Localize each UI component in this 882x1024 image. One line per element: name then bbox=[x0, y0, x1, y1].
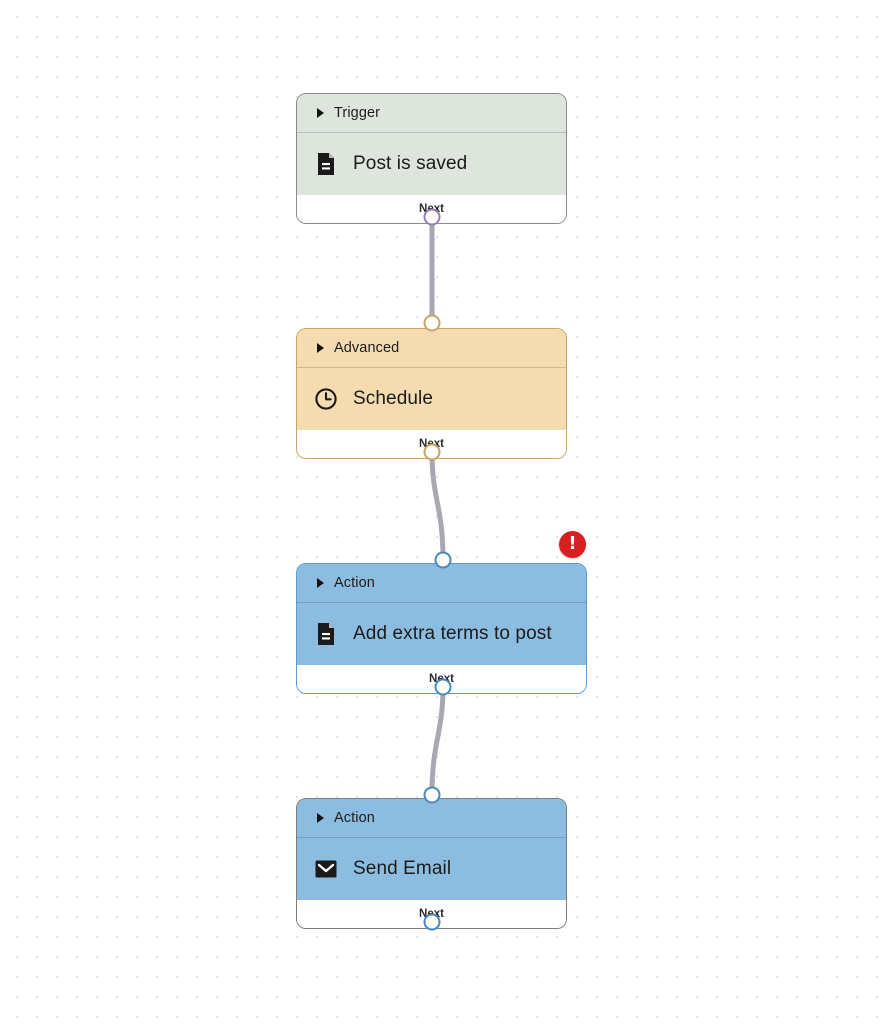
node-body-advanced[interactable]: Schedule bbox=[297, 367, 566, 430]
node-title: Add extra terms to post bbox=[353, 623, 552, 644]
node-trigger-post-is-saved[interactable]: Trigger Post is saved Next bbox=[296, 93, 567, 226]
chevron-right-icon[interactable] bbox=[317, 813, 324, 823]
node-body-action-terms[interactable]: Add extra terms to post bbox=[297, 602, 586, 665]
input-port-action-email[interactable] bbox=[423, 786, 441, 804]
node-header-advanced[interactable]: Advanced bbox=[297, 329, 566, 367]
edge-advanced-to-action-terms bbox=[429, 449, 446, 563]
node-header-label: Action bbox=[334, 575, 375, 591]
error-exclamation-icon[interactable]: ! bbox=[559, 531, 586, 558]
chevron-right-icon[interactable] bbox=[317, 108, 324, 118]
node-header-label: Trigger bbox=[334, 105, 381, 121]
node-header-action-terms[interactable]: Action bbox=[297, 564, 586, 602]
input-port-advanced[interactable] bbox=[423, 314, 441, 332]
chevron-right-icon[interactable] bbox=[317, 578, 324, 588]
clock-icon bbox=[315, 388, 337, 410]
node-body-trigger[interactable]: Post is saved bbox=[297, 132, 566, 195]
error-exclamation-glyph: ! bbox=[568, 532, 577, 554]
node-header-trigger[interactable]: Trigger bbox=[297, 94, 566, 132]
output-port-action-email[interactable] bbox=[423, 913, 441, 931]
output-port-trigger[interactable] bbox=[423, 208, 441, 226]
output-port-action-terms[interactable] bbox=[434, 678, 452, 696]
chevron-right-icon[interactable] bbox=[317, 343, 324, 353]
node-title: Post is saved bbox=[353, 153, 468, 174]
document-icon bbox=[318, 623, 334, 645]
document-icon bbox=[318, 153, 334, 175]
node-header-label: Action bbox=[334, 810, 375, 826]
node-header-label: Advanced bbox=[334, 340, 400, 356]
envelope-icon bbox=[315, 860, 337, 878]
node-header-action-email[interactable]: Action bbox=[297, 799, 566, 837]
node-body-action-email[interactable]: Send Email bbox=[297, 837, 566, 900]
input-port-action-terms[interactable] bbox=[434, 551, 452, 569]
node-title: Send Email bbox=[353, 858, 452, 879]
node-action-add-extra-terms-to-post[interactable]: Action Add extra terms to post Next bbox=[296, 551, 587, 696]
node-advanced-schedule[interactable]: Advanced Schedule Next bbox=[296, 314, 567, 461]
node-title: Schedule bbox=[353, 388, 434, 409]
output-port-advanced[interactable] bbox=[423, 443, 441, 461]
node-action-send-email[interactable]: Action Send Email Next bbox=[296, 786, 567, 931]
edge-action-terms-to-send-email bbox=[429, 683, 446, 798]
